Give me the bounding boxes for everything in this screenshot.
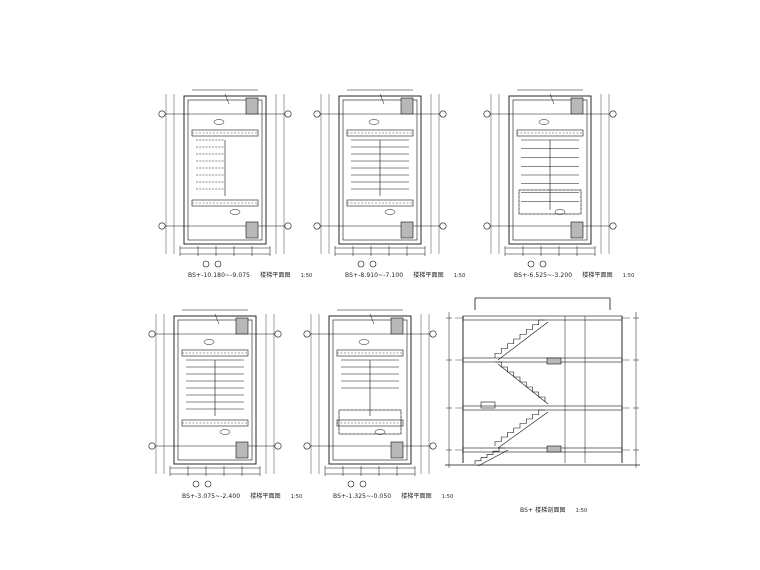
plan-1-label: BS+-10.180~-9.075 bbox=[188, 272, 251, 279]
plan-2-label: BS+-8.910~-7.100 bbox=[345, 272, 404, 279]
plan-3-drawing bbox=[483, 89, 617, 268]
plan-1-title: 楼梯平面图 bbox=[260, 272, 291, 279]
section-1-label: BS+ 楼梯剖面图 bbox=[520, 507, 566, 514]
stair-plans-layer bbox=[148, 89, 617, 488]
plan-5-scale: 1:50 bbox=[441, 494, 454, 500]
plan-5-label: BS+-1.325~-0.050 bbox=[333, 493, 392, 500]
plan-5-caption: BS+-1.325~-0.050 楼梯平面图 1:50 bbox=[333, 491, 453, 500]
plan-4-caption: BS+-3.075~-2.400 楼梯平面图 1:50 bbox=[182, 491, 302, 500]
plan-1-scale: 1:50 bbox=[300, 273, 313, 279]
plan-1-caption: BS+-10.180~-9.075 楼梯平面图 1:50 bbox=[188, 270, 312, 279]
plan-3-caption: BS+-6.525~-3.200 楼梯平面图 1:50 bbox=[514, 270, 634, 279]
plan-4-scale: 1:50 bbox=[290, 494, 303, 500]
plan-4-drawing bbox=[148, 309, 282, 488]
plan-4-title: 楼梯平面图 bbox=[250, 493, 281, 500]
plan-2-title: 楼梯平面图 bbox=[413, 272, 444, 279]
plan-5-drawing bbox=[303, 309, 437, 488]
plan-5-title: 楼梯平面图 bbox=[401, 493, 432, 500]
section-1-scale: 1:50 bbox=[575, 508, 588, 514]
plan-1-drawing bbox=[158, 89, 292, 268]
stair-section-layer bbox=[445, 297, 640, 468]
section-1-drawing bbox=[445, 297, 640, 468]
plan-3-title: 楼梯平面图 bbox=[582, 272, 613, 279]
plan-2-caption: BS+-8.910~-7.100 楼梯平面图 1:50 bbox=[345, 270, 465, 279]
plan-2-scale: 1:50 bbox=[453, 273, 466, 279]
section-1-caption: BS+ 楼梯剖面图 1:50 bbox=[520, 505, 587, 514]
plan-4-label: BS+-3.075~-2.400 bbox=[182, 493, 241, 500]
plan-3-label: BS+-6.525~-3.200 bbox=[514, 272, 573, 279]
plan-2-drawing bbox=[313, 89, 447, 268]
plan-3-scale: 1:50 bbox=[622, 273, 635, 279]
